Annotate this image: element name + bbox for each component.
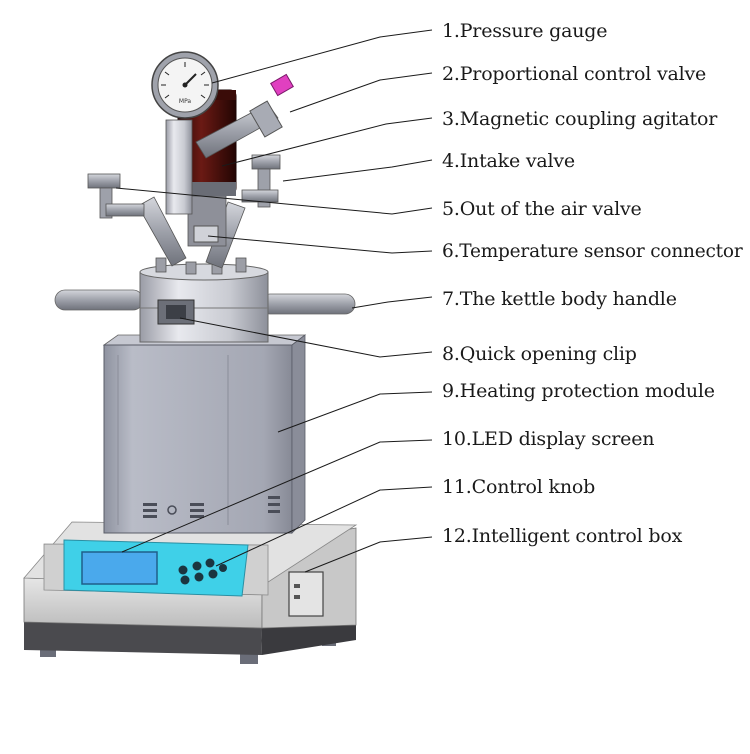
control-box <box>23 521 358 655</box>
intake-valve-left <box>87 173 145 219</box>
kettle-body <box>139 257 269 343</box>
angled-ports <box>137 195 246 269</box>
label-kettle-body-handle: 7.The kettle body handle <box>442 288 677 310</box>
proportional-valve <box>195 73 294 159</box>
leader-lines <box>115 29 433 573</box>
label-control-knob: 11.Control knob <box>442 476 596 498</box>
label-magnetic-coupling-agitator: 3.Magnetic coupling agitator <box>442 108 718 130</box>
control-knobs <box>178 558 227 585</box>
gauge-unit: MPa <box>179 98 192 105</box>
kettle-handles <box>54 289 356 315</box>
intake-valve-right <box>241 154 281 208</box>
label-intelligent-control-box: 12.Intelligent control box <box>442 525 683 547</box>
pressure-gauge: MPa <box>151 51 219 119</box>
label-proportional-control-valve: 2.Proportional control valve <box>442 63 707 85</box>
label-intake-valve: 4.Intake valve <box>442 150 575 172</box>
led-screen <box>81 551 158 585</box>
label-pressure-gauge: 1.Pressure gauge <box>442 20 608 42</box>
label-temperature-sensor-connector: 6.Temperature sensor connector <box>442 241 743 262</box>
label-quick-opening-clip: 8.Quick opening clip <box>442 343 637 365</box>
label-heating-protection-module: 9.Heating protection module <box>442 380 715 402</box>
label-led-display-screen: 10.LED display screen <box>442 428 655 450</box>
label-out-of-the-air-valve: 5.Out of the air valve <box>442 198 642 220</box>
heating-module <box>102 334 307 534</box>
